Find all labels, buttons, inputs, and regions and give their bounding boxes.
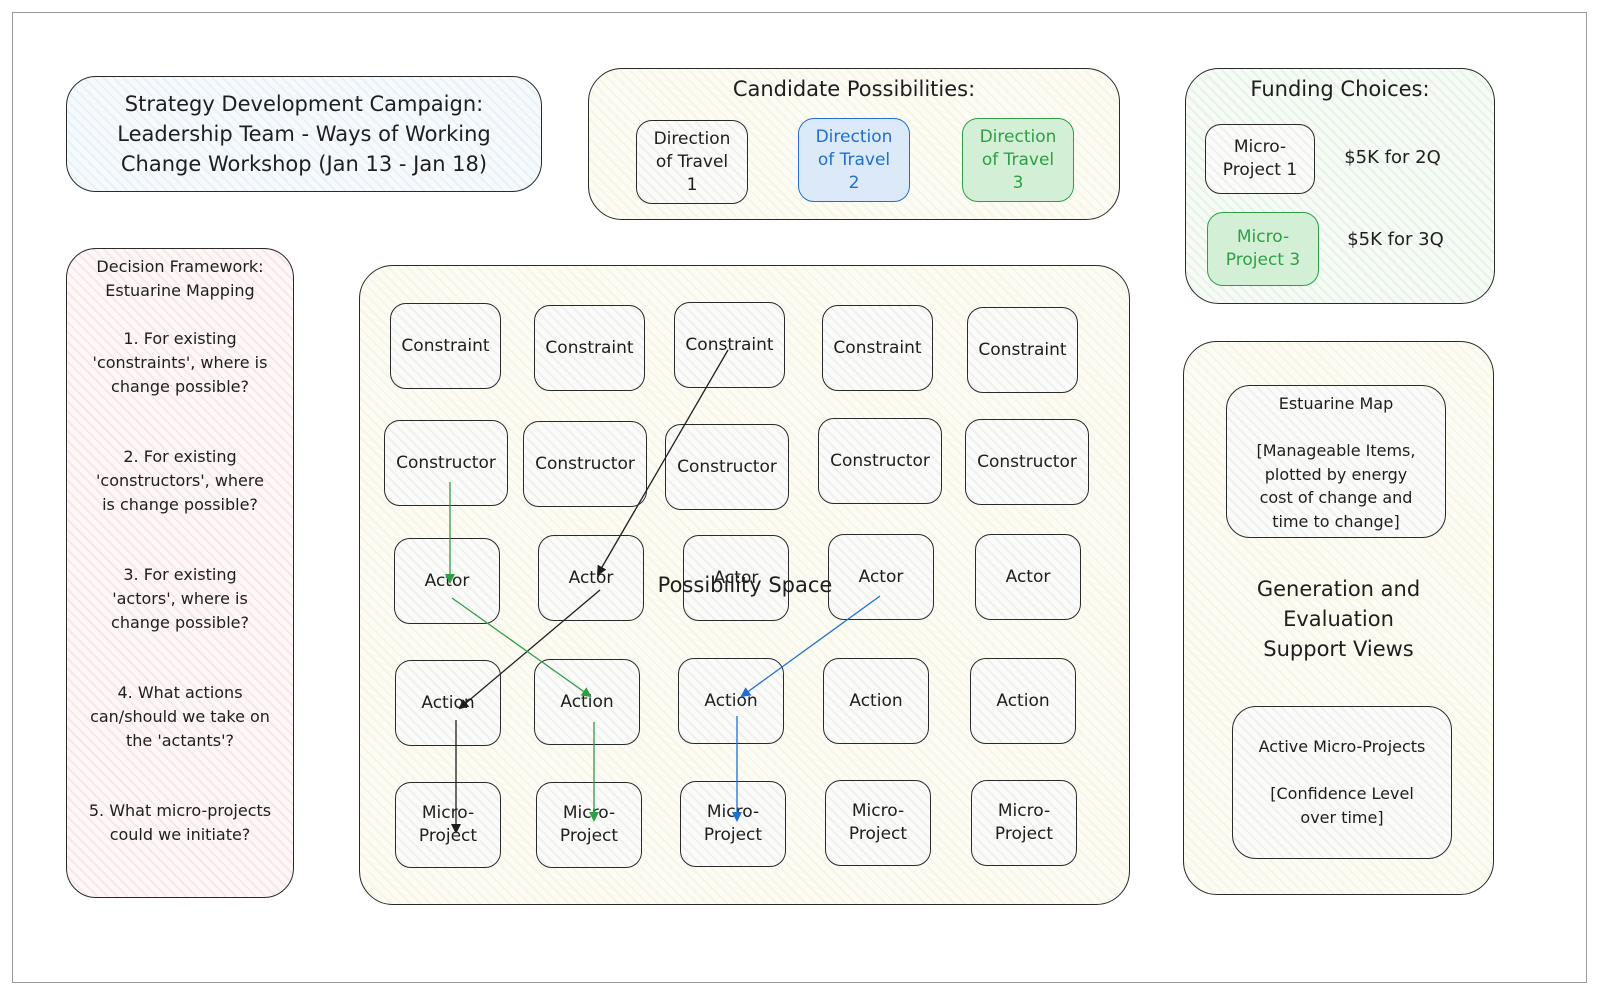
- campaign-title: Strategy Development Campaign: Leadershi…: [117, 92, 491, 176]
- estuarine-map-card[interactable]: Estuarine Map [Manageable Items, plotted…: [1226, 385, 1446, 538]
- direction-of-travel-1[interactable]: Direction of Travel 1: [636, 120, 748, 204]
- estuarine-map-text: Estuarine Map [Manageable Items, plotted…: [1256, 394, 1416, 531]
- funding-micro-project-1[interactable]: Micro- Project 1: [1205, 124, 1315, 194]
- framework-question-3: 3. For existing 'actors', where is chang…: [111, 565, 249, 632]
- constructor-card[interactable]: Constructor: [384, 420, 508, 506]
- constraint-card[interactable]: Constraint: [967, 307, 1078, 393]
- action-card[interactable]: Action: [678, 658, 784, 744]
- framework-question-1: 1. For existing 'constraints', where is …: [92, 329, 268, 396]
- candidates-heading: Candidate Possibilities:: [732, 77, 976, 101]
- constraint-card[interactable]: Constraint: [390, 303, 501, 389]
- active-micro-projects-text: Active Micro-Projects [Confidence Level …: [1258, 737, 1426, 827]
- funding-amount-1: $5K for 2Q: [1344, 146, 1441, 168]
- funding-heading: Funding Choices:: [1250, 77, 1430, 101]
- action-card[interactable]: Action: [395, 660, 501, 746]
- framework-question-4: 4. What actions can/should we take on th…: [90, 683, 270, 750]
- direction-of-travel-3[interactable]: Direction of Travel 3: [962, 118, 1074, 202]
- micro-project-card[interactable]: Micro- Project: [395, 782, 501, 868]
- funding-micro-project-3[interactable]: Micro- Project 3: [1207, 212, 1319, 286]
- constructor-card[interactable]: Constructor: [665, 424, 789, 510]
- possibility-space-label: Possibility Space: [657, 573, 833, 597]
- action-card[interactable]: Action: [970, 658, 1076, 744]
- micro-project-card[interactable]: Micro- Project: [680, 781, 786, 867]
- decision-framework-panel: Decision Framework: Estuarine Mapping 1.…: [66, 248, 294, 898]
- action-card[interactable]: Action: [823, 658, 929, 744]
- framework-heading: Decision Framework: Estuarine Mapping: [96, 257, 264, 300]
- action-card[interactable]: Action: [534, 659, 640, 745]
- actor-card[interactable]: Actor: [538, 535, 644, 621]
- constraint-card[interactable]: Constraint: [674, 302, 785, 388]
- active-micro-projects-card[interactable]: Active Micro-Projects [Confidence Level …: [1232, 706, 1452, 859]
- constructor-card[interactable]: Constructor: [965, 419, 1089, 505]
- constraint-card[interactable]: Constraint: [822, 305, 933, 391]
- title-box: Strategy Development Campaign: Leadershi…: [66, 76, 542, 192]
- funding-amount-3: $5K for 3Q: [1347, 228, 1444, 250]
- canvas-frame: [12, 12, 1587, 983]
- micro-project-card[interactable]: Micro- Project: [825, 780, 931, 866]
- constructor-card[interactable]: Constructor: [818, 418, 942, 504]
- constructor-card[interactable]: Constructor: [523, 421, 647, 507]
- micro-project-card[interactable]: Micro- Project: [971, 780, 1077, 866]
- actor-card[interactable]: Actor: [975, 534, 1081, 620]
- support-views-heading: Generation and Evaluation Support Views: [1256, 577, 1421, 661]
- framework-question-2: 2. For existing 'constructors', where is…: [96, 447, 264, 514]
- direction-of-travel-2[interactable]: Direction of Travel 2: [798, 118, 910, 202]
- constraint-card[interactable]: Constraint: [534, 305, 645, 391]
- actor-card[interactable]: Actor: [394, 538, 500, 624]
- micro-project-card[interactable]: Micro- Project: [536, 782, 642, 868]
- framework-question-5: 5. What micro-projects could we initiate…: [88, 801, 272, 844]
